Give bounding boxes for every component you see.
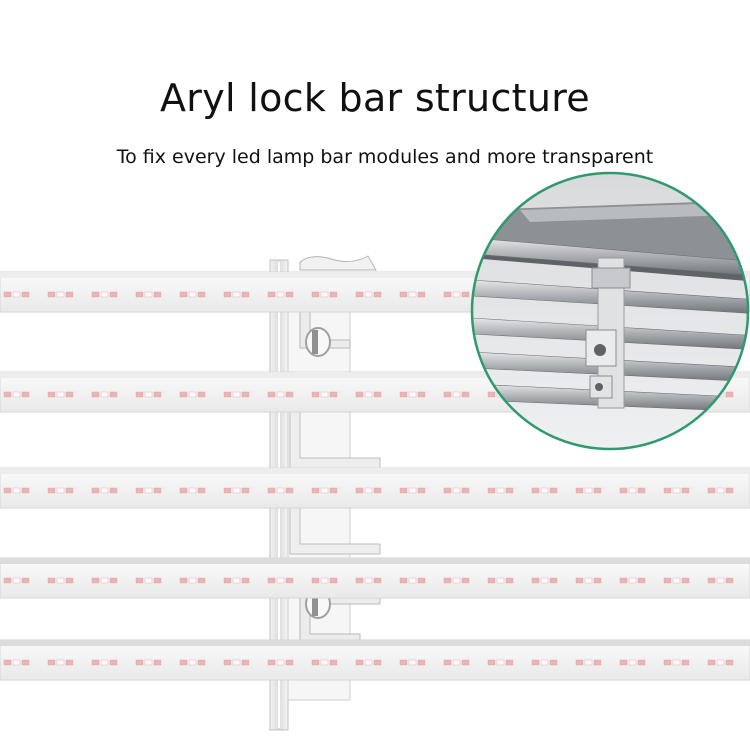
led-chip-group	[267, 391, 294, 398]
led-chip-group	[267, 487, 294, 494]
page-subtitle: To fix every led lamp bar modules and mo…	[116, 146, 654, 168]
led-chip-group	[91, 487, 118, 494]
led-chip-group	[223, 291, 250, 298]
led-chip-group	[311, 577, 338, 584]
zoom-detail	[470, 171, 750, 451]
led-chip-group	[223, 577, 250, 584]
led-chip-group	[399, 659, 426, 666]
led-chip-group	[355, 577, 382, 584]
led-chip-group	[443, 487, 470, 494]
led-chip-group	[355, 659, 382, 666]
led-chip-group	[91, 391, 118, 398]
led-chip-group	[91, 659, 118, 666]
led-lamp-bar	[0, 639, 750, 681]
led-chip-group	[355, 391, 382, 398]
led-chip-group	[47, 291, 74, 298]
led-chip-group	[179, 487, 206, 494]
led-chip-group	[355, 291, 382, 298]
led-chip-group	[663, 577, 690, 584]
led-chip-group	[443, 659, 470, 666]
led-chip-group	[135, 391, 162, 398]
led-chip-group	[575, 487, 602, 494]
led-chip-group	[47, 391, 74, 398]
led-lamp-bar	[0, 557, 750, 599]
led-lamp-bar	[0, 467, 750, 509]
led-chip-group	[707, 577, 734, 584]
led-chip-group	[707, 659, 734, 666]
led-chip-group	[399, 391, 426, 398]
led-chip-group	[443, 391, 470, 398]
led-chip-group	[179, 659, 206, 666]
led-chip-group	[531, 487, 558, 494]
led-chip-group	[619, 487, 646, 494]
led-chip-group	[267, 577, 294, 584]
led-chip-group	[311, 291, 338, 298]
led-chip-group	[179, 577, 206, 584]
led-chip-group	[399, 291, 426, 298]
led-chip-group	[3, 659, 30, 666]
page-title: Aryl lock bar structure	[160, 76, 590, 120]
led-chip-group	[531, 659, 558, 666]
led-chip-group	[47, 487, 74, 494]
zoom-screw	[594, 344, 606, 356]
led-chip-group	[47, 659, 74, 666]
led-chip-group	[311, 659, 338, 666]
led-chip-group	[91, 291, 118, 298]
lock-clip-top	[299, 255, 377, 271]
led-chip-group	[311, 391, 338, 398]
led-chip-group	[3, 291, 30, 298]
led-chip-group	[619, 577, 646, 584]
led-chip-group	[179, 291, 206, 298]
led-chip-group	[3, 577, 30, 584]
led-chip-group	[531, 577, 558, 584]
led-chip-group	[443, 577, 470, 584]
led-chip-group	[267, 659, 294, 666]
led-chip-group	[707, 487, 734, 494]
led-chip-group	[179, 391, 206, 398]
led-chip-group	[3, 487, 30, 494]
led-chip-group	[3, 391, 30, 398]
zoom-border	[470, 171, 750, 451]
led-chip-group	[487, 659, 514, 666]
led-chip-group	[443, 291, 470, 298]
led-chip-group	[135, 291, 162, 298]
led-chip-group	[575, 659, 602, 666]
led-chip-group	[47, 577, 74, 584]
led-chip-group	[399, 487, 426, 494]
led-chip-group	[355, 487, 382, 494]
led-chip-group	[487, 577, 514, 584]
led-chip-group	[663, 659, 690, 666]
zoom-lamp-bar	[472, 237, 748, 277]
led-chip-group	[91, 577, 118, 584]
led-chip-group	[311, 487, 338, 494]
led-chip-group	[663, 487, 690, 494]
led-chip-group	[135, 577, 162, 584]
led-chip-group	[223, 487, 250, 494]
led-chip-group	[575, 577, 602, 584]
led-chip-group	[223, 391, 250, 398]
led-chip-group	[267, 291, 294, 298]
led-chip-group	[135, 487, 162, 494]
led-chip-group	[399, 577, 426, 584]
led-chip-group	[135, 659, 162, 666]
led-chip-group	[223, 659, 250, 666]
led-chip-group	[619, 659, 646, 666]
led-chip-group	[487, 487, 514, 494]
